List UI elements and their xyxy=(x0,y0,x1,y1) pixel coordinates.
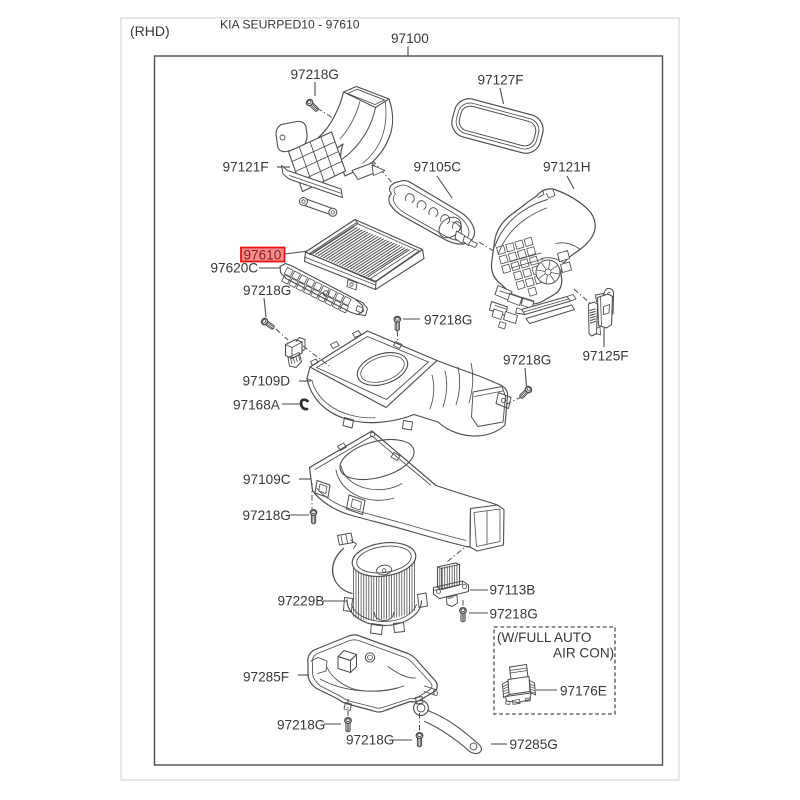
svg-text:97218G: 97218G xyxy=(291,67,339,82)
svg-text:(W/FULL AUTO: (W/FULL AUTO xyxy=(497,630,591,645)
svg-text:97218G: 97218G xyxy=(277,718,325,733)
svg-text:97105C: 97105C xyxy=(414,160,462,175)
svg-text:97285G: 97285G xyxy=(510,737,558,752)
svg-text:97113B: 97113B xyxy=(490,583,536,598)
svg-text:97218G: 97218G xyxy=(243,283,291,298)
svg-text:97121F: 97121F xyxy=(223,160,269,175)
svg-text:KIA SEURPED10 - 97610: KIA SEURPED10 - 97610 xyxy=(220,18,360,32)
svg-text:97218G: 97218G xyxy=(503,353,551,368)
svg-text:97285F: 97285F xyxy=(243,670,289,685)
svg-text:97229B: 97229B xyxy=(278,594,325,609)
svg-text:97125F: 97125F xyxy=(583,349,629,364)
svg-text:97121H: 97121H xyxy=(543,160,591,175)
svg-text:97620C: 97620C xyxy=(211,261,259,276)
svg-text:97127F: 97127F xyxy=(478,73,524,88)
svg-text:97109C: 97109C xyxy=(243,472,291,487)
svg-text:97100: 97100 xyxy=(391,31,429,46)
svg-text:97176E: 97176E xyxy=(560,684,607,699)
svg-text:97218G: 97218G xyxy=(490,607,538,622)
svg-text:97168A: 97168A xyxy=(233,398,281,413)
svg-text:97218G: 97218G xyxy=(424,313,472,328)
svg-text:97109D: 97109D xyxy=(243,374,291,389)
svg-text:97218G: 97218G xyxy=(346,733,394,748)
svg-text:97218G: 97218G xyxy=(243,508,291,523)
svg-text:97610: 97610 xyxy=(244,248,282,263)
svg-text:AIR CON): AIR CON) xyxy=(553,646,614,661)
svg-text:(RHD): (RHD) xyxy=(130,23,170,39)
